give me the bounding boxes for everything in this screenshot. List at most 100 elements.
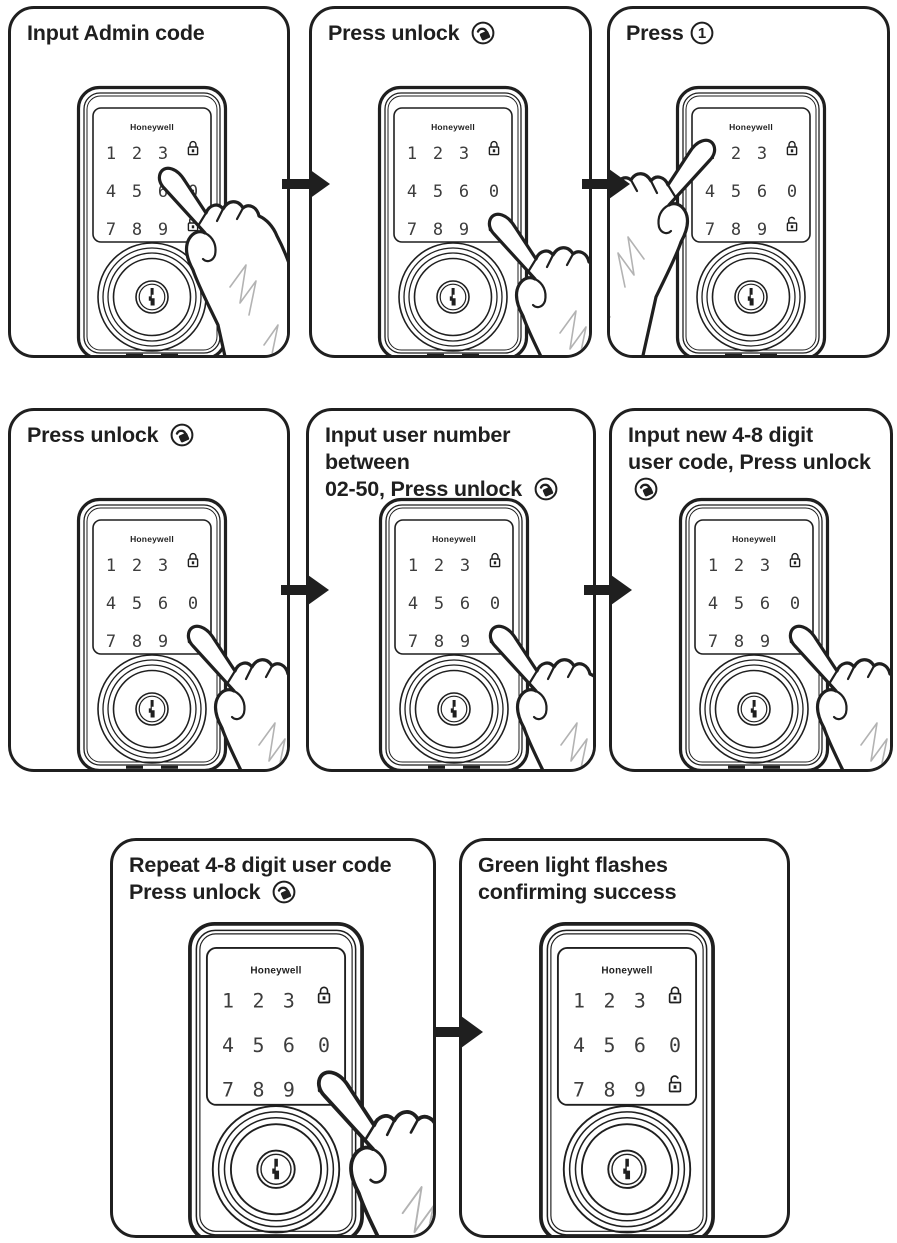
keypad-lock-icon <box>187 552 199 568</box>
keypad-lock-icon <box>317 986 331 1004</box>
flow-arrow-icon <box>584 575 632 605</box>
step-3-text: Press <box>626 21 684 45</box>
brand-label: Honeywell <box>432 534 476 544</box>
key-cylinder <box>135 280 169 314</box>
keyhole-icon <box>750 700 757 718</box>
key-3: 3 <box>158 144 168 164</box>
key-2: 2 <box>734 556 744 576</box>
key-6: 6 <box>283 1034 295 1057</box>
key-0: 0 <box>489 182 499 202</box>
smart-lock: Honeywell 1 2 3 4 5 6 0 7 8 9 <box>76 497 228 769</box>
pointing-hand-illustration <box>157 166 287 355</box>
key-6: 6 <box>757 182 767 202</box>
key-3: 3 <box>760 556 770 576</box>
key-0: 0 <box>318 1034 330 1057</box>
touch-keypad <box>393 107 513 243</box>
step-5-text-line1: Input user number between <box>325 423 511 474</box>
key-4: 4 <box>222 1034 234 1057</box>
pointing-hand-illustration <box>488 624 593 769</box>
flow-arrow-icon <box>433 1016 483 1048</box>
key-0: 0 <box>790 594 800 614</box>
smart-lock: Honeywell 1 2 3 4 5 6 0 7 8 9 <box>377 85 529 355</box>
svg-text:1: 1 <box>698 25 706 42</box>
key-0: 0 <box>669 1034 681 1057</box>
brand-label: Honeywell <box>130 534 174 544</box>
step-8-title: Green light flashes confirming success <box>462 841 787 906</box>
key-2: 2 <box>603 990 615 1013</box>
lock-body <box>539 922 715 1235</box>
key-9: 9 <box>634 1079 646 1102</box>
pointing-hand-illustration <box>788 624 890 769</box>
lock-body <box>76 497 228 769</box>
lock-body <box>378 497 530 769</box>
keypad-unlock-icon <box>786 216 798 232</box>
smart-lock: Honeywell 1 2 3 4 5 6 0 7 8 9 <box>378 497 530 769</box>
key-7: 7 <box>407 220 417 240</box>
pointing-hand-illustration <box>186 624 287 769</box>
touch-keypad <box>694 519 814 655</box>
key-cylinder <box>607 1149 647 1189</box>
key-5: 5 <box>132 594 142 614</box>
key-5: 5 <box>433 182 443 202</box>
key-3: 3 <box>158 556 168 576</box>
smart-lock: Honeywell 1 2 3 4 5 6 0 7 8 9 <box>187 921 365 1235</box>
key-2: 2 <box>132 144 142 164</box>
key-cylinder <box>436 280 470 314</box>
keyhole-icon <box>148 288 155 306</box>
smart-lock: Honeywell 1 2 3 4 5 6 0 7 8 9 <box>538 921 716 1235</box>
smart-lock-illustration: Honeywell 1 2 3 4 5 6 0 7 8 9 <box>377 85 529 355</box>
key-3: 3 <box>459 144 469 164</box>
smart-lock: Honeywell 1 2 3 4 5 6 0 7 8 9 <box>678 497 830 769</box>
key-7: 7 <box>106 632 116 652</box>
key-8: 8 <box>603 1079 615 1102</box>
key-2: 2 <box>434 556 444 576</box>
keypad-lock-icon <box>789 552 801 568</box>
key-8: 8 <box>132 632 142 652</box>
pointing-hand <box>310 1066 433 1235</box>
key-3: 3 <box>460 556 470 576</box>
key-5: 5 <box>252 1034 264 1057</box>
deadbolt-turnpiece <box>97 654 207 764</box>
keyhole-icon <box>450 700 457 718</box>
keyhole-icon <box>623 1158 631 1180</box>
flow-arrow-icon <box>582 169 630 199</box>
deadbolt-turnpiece <box>398 242 508 352</box>
key-6: 6 <box>760 594 770 614</box>
key-4: 4 <box>408 594 418 614</box>
key-9: 9 <box>158 632 168 652</box>
key-9: 9 <box>283 1079 295 1102</box>
step-7-text-line2: Press unlock <box>129 880 261 904</box>
smart-lock-illustration: Honeywell 1 2 3 4 5 6 0 7 8 9 <box>188 922 364 1235</box>
step-8-text-line1: Green light flashes <box>478 853 668 877</box>
step-panel-8: Green light flashes confirming success Ho… <box>459 838 790 1238</box>
key-3: 3 <box>634 990 646 1013</box>
key-2: 2 <box>433 144 443 164</box>
brand-label: Honeywell <box>601 966 652 977</box>
unlock-circle-icon-slot <box>158 423 194 447</box>
step-4-title: Press unlock <box>11 411 287 449</box>
key-5: 5 <box>434 594 444 614</box>
touch-keypad <box>556 946 698 1106</box>
key-0: 0 <box>188 594 198 614</box>
step-8-text-line2: confirming success <box>478 880 677 904</box>
pointing-hand <box>483 621 593 769</box>
pointing-hand <box>482 209 589 355</box>
key-4: 4 <box>407 182 417 202</box>
step-6-text-line1: Input new 4-8 digit <box>628 423 813 447</box>
brand-label: Honeywell <box>431 122 475 132</box>
key-9: 9 <box>757 220 767 240</box>
key-9: 9 <box>459 220 469 240</box>
key-1: 1 <box>106 144 116 164</box>
deadbolt-turnpiece <box>211 1105 341 1234</box>
key-6: 6 <box>460 594 470 614</box>
key-8: 8 <box>132 220 142 240</box>
deadbolt-turnpiece <box>699 654 809 764</box>
key-4: 4 <box>705 182 715 202</box>
step-7-text-line1: Repeat 4-8 digit user code <box>129 853 392 877</box>
step-panel-4: Press unlock Honeywell 1 2 3 4 5 6 0 7 8… <box>8 408 290 772</box>
